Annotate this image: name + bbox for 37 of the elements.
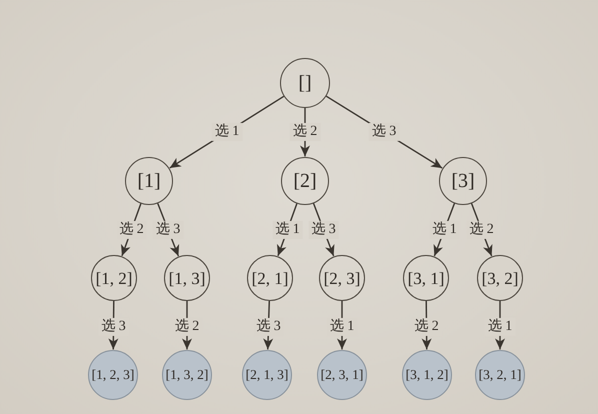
node-label: [3] [451, 171, 475, 191]
node-label: [1, 3, 2] [166, 368, 208, 382]
node-label: [3, 1] [408, 270, 444, 286]
leaf-node-circle [242, 350, 292, 400]
tree-node-circle [281, 157, 329, 205]
tree-node-circle [477, 255, 523, 301]
node-label: [1, 2, 3] [92, 368, 134, 382]
edge-label: 选 3 [368, 122, 400, 142]
tree-node-circle [91, 255, 137, 301]
leaf-node-circle [162, 350, 212, 400]
node-label: [] [298, 73, 312, 93]
tree-node-circle [164, 255, 210, 301]
tree-node-circle [403, 255, 449, 301]
tree-node-circle [247, 255, 293, 301]
node-label: [2] [293, 171, 317, 191]
edge-label: 选 3 [308, 220, 339, 239]
tree-node-circle [280, 58, 330, 108]
node-label: [3, 2, 1] [478, 368, 522, 382]
leaf-node-circle [402, 350, 452, 400]
edge-label: 选 1 [272, 220, 303, 239]
node-label: [2, 3, 1] [320, 368, 364, 382]
tree-node-circle [439, 157, 487, 205]
node-label: [2, 3] [324, 270, 360, 286]
edge-label: 选 2 [290, 122, 320, 142]
node-label: [1] [137, 171, 161, 191]
node-label: [2, 1, 3] [246, 368, 288, 382]
node-label: [1, 3] [168, 270, 206, 286]
edge-label: 选 1 [212, 122, 242, 142]
tree-node-circle [319, 255, 365, 301]
node-label: [3, 2] [482, 270, 518, 286]
leaf-node-circle [317, 350, 367, 400]
node-label: [2, 1] [252, 270, 288, 286]
node-label: [1, 2] [96, 270, 132, 286]
leaf-node-circle [88, 350, 138, 400]
tree-node-circle [125, 157, 173, 205]
leaf-node-circle [475, 350, 525, 400]
node-label: [3, 1, 2] [406, 368, 448, 382]
